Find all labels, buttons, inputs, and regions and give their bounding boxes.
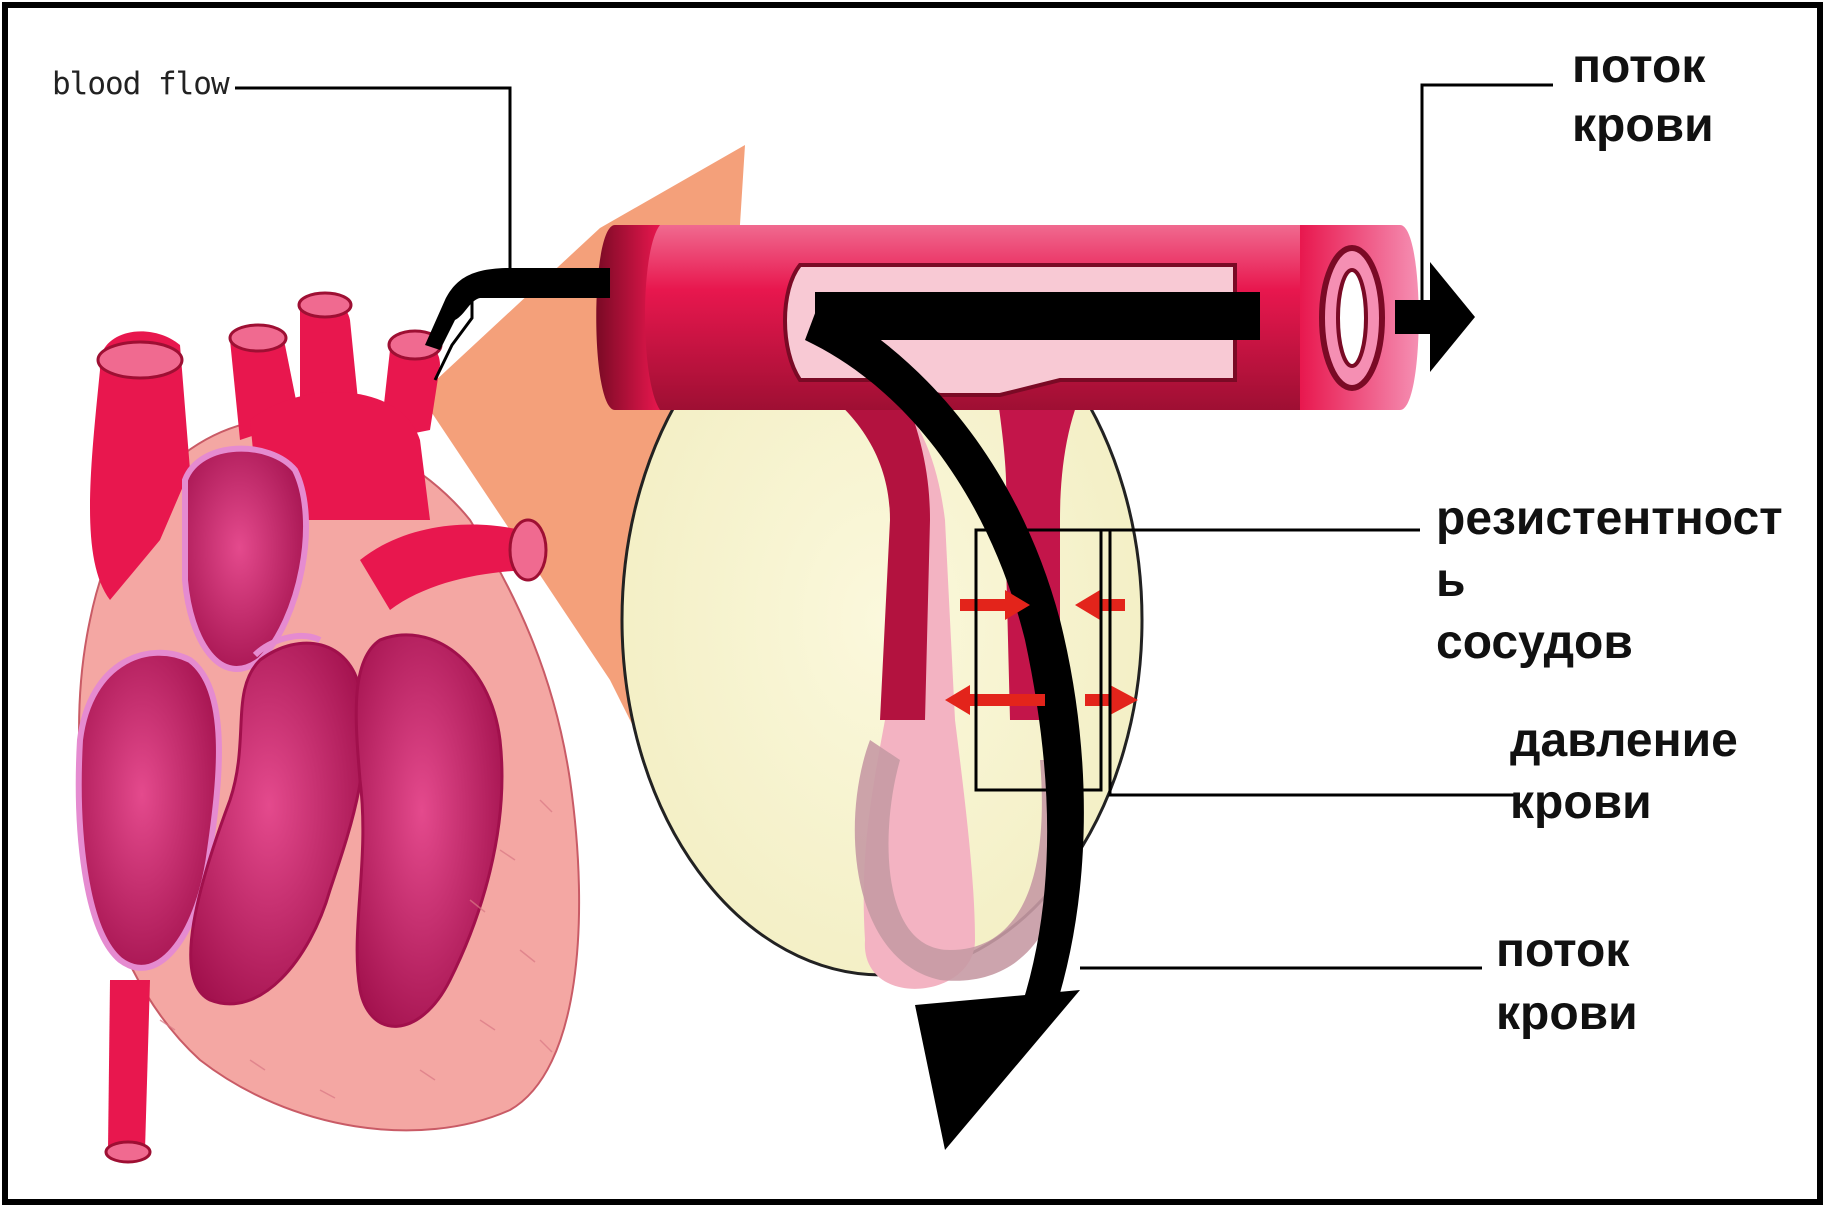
blood-flow-label: blood flow <box>52 66 229 102</box>
pressure-label-line1: давление <box>1510 712 1738 770</box>
pressure-label-line2: крови <box>1510 774 1652 832</box>
resistance-label-line2: ь <box>1436 552 1466 610</box>
flow-bottom-label-line1: поток <box>1496 922 1629 980</box>
flow-bottom-label-line2: крови <box>1496 985 1638 1043</box>
flow-top-label-line1: поток <box>1572 38 1705 96</box>
resistance-label-line1: резистентност <box>1436 490 1783 548</box>
flow-top-label-line2: крови <box>1572 97 1714 155</box>
resistance-label-line3: сосудов <box>1436 614 1633 672</box>
